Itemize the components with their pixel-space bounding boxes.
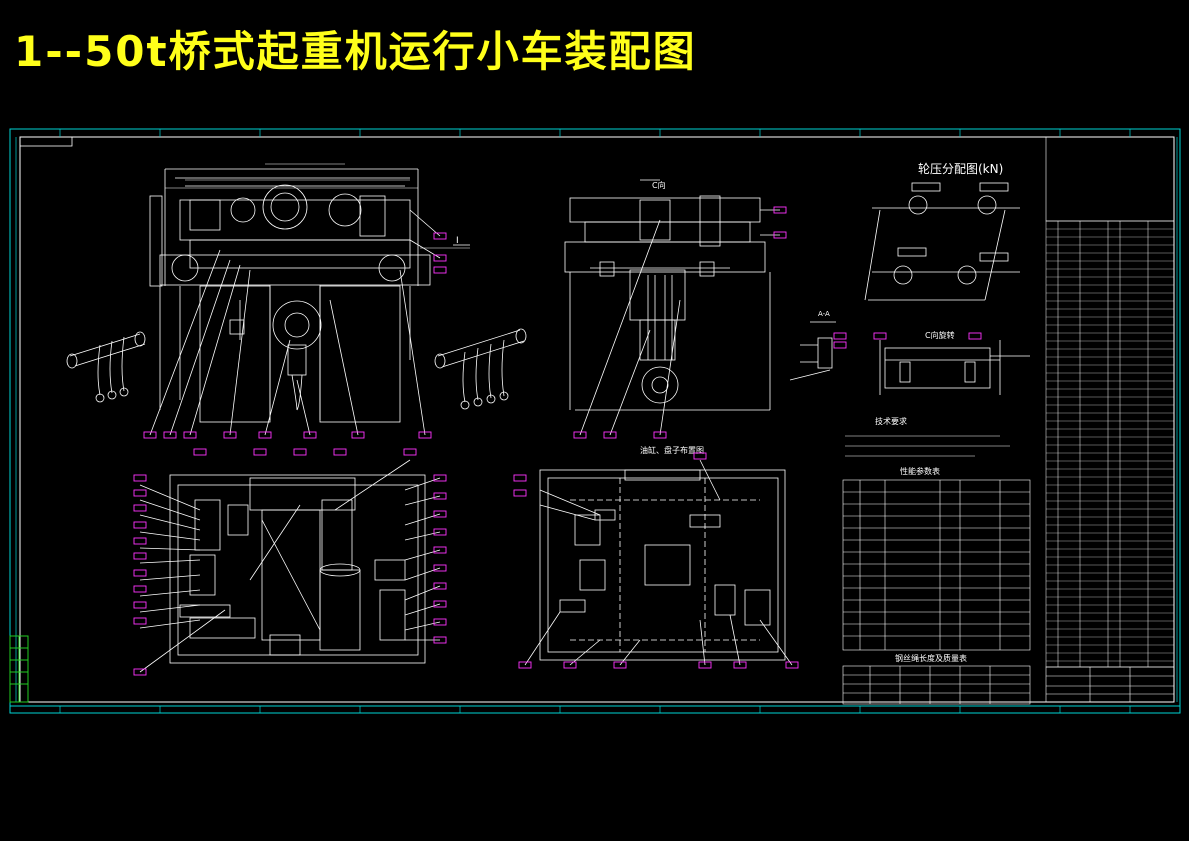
part-callout xyxy=(133,617,147,625)
revision-strip xyxy=(9,635,29,703)
performance-parameter-table xyxy=(842,479,1031,651)
part-callout xyxy=(258,431,272,439)
part-callout xyxy=(433,618,447,626)
parts-list-rows xyxy=(1046,228,1174,662)
part-callout xyxy=(133,585,147,593)
c-direction-detail xyxy=(879,340,1030,395)
part-callout xyxy=(433,564,447,572)
part-callout xyxy=(143,431,157,439)
title-block xyxy=(1045,666,1175,703)
part-callout xyxy=(693,452,707,460)
part-callout xyxy=(873,332,887,340)
callout-markers xyxy=(133,206,982,676)
part-callout xyxy=(433,546,447,554)
side-elevation-view xyxy=(564,179,780,436)
part-callout xyxy=(513,474,527,482)
part-callout xyxy=(133,521,147,529)
part-callout xyxy=(433,510,447,518)
part-callout xyxy=(433,232,447,240)
part-callout xyxy=(433,474,447,482)
part-callout xyxy=(698,661,712,669)
rope-length-table xyxy=(842,665,1031,705)
part-callout xyxy=(773,206,787,214)
part-callout xyxy=(133,668,147,676)
section-marker-label: I xyxy=(456,236,459,246)
drawing-frame xyxy=(9,128,1181,714)
part-callout xyxy=(968,332,982,340)
part-callout xyxy=(223,431,237,439)
part-callout xyxy=(333,448,347,456)
part-callout xyxy=(433,492,447,500)
side-view-label: C向 xyxy=(652,180,666,190)
part-callout xyxy=(133,569,147,577)
rope-table-title: 钢丝绳长度及质量表 xyxy=(895,653,967,663)
part-callout xyxy=(433,582,447,590)
part-callout xyxy=(433,266,447,274)
part-callout xyxy=(513,489,527,497)
part-callout xyxy=(733,661,747,669)
wheel-pressure-title: 轮压分配图(kN) xyxy=(918,162,1003,176)
svg-text:技术要求: 技术要求 xyxy=(875,416,907,426)
plan-view xyxy=(139,459,441,673)
part-callout xyxy=(133,504,147,512)
part-callout xyxy=(183,431,197,439)
c-rotated-label: C向旋转 xyxy=(925,330,955,340)
section-aa-label: A-A xyxy=(818,310,830,318)
part-callout xyxy=(433,528,447,536)
part-callout xyxy=(433,636,447,644)
part-callout xyxy=(418,431,432,439)
performance-table-title: 性能参数表 xyxy=(900,466,940,476)
part-callout xyxy=(193,448,207,456)
part-callout xyxy=(351,431,365,439)
part-callout xyxy=(303,431,317,439)
part-callout xyxy=(133,552,147,560)
part-callout xyxy=(293,448,307,456)
drawing-title: 1--50t桥式起重机运行小车装配图 xyxy=(14,27,697,76)
part-callout xyxy=(433,600,447,608)
part-callout xyxy=(563,661,577,669)
part-callout xyxy=(433,254,447,262)
frame-ticks xyxy=(59,129,1131,713)
parts-list-table xyxy=(1045,220,1175,668)
part-callout xyxy=(133,489,147,497)
part-callout xyxy=(613,661,627,669)
part-callout xyxy=(603,431,617,439)
part-callout xyxy=(573,431,587,439)
part-callout xyxy=(133,601,147,609)
part-callout xyxy=(785,661,799,669)
technical-requirements: 技术要求 xyxy=(845,416,1010,457)
part-callout xyxy=(403,448,417,456)
part-callout xyxy=(773,231,787,239)
cylinder-layout-view xyxy=(524,459,793,666)
part-callout xyxy=(163,431,177,439)
part-callout xyxy=(518,661,532,669)
part-callout xyxy=(833,332,847,340)
part-callout xyxy=(133,474,147,482)
part-callout xyxy=(653,431,667,439)
wheel-pressure-diagram xyxy=(864,182,1020,301)
front-elevation-view xyxy=(66,163,527,436)
cylinder-layout-title: 油缸、盘子布置图 xyxy=(640,445,704,455)
part-callout xyxy=(253,448,267,456)
part-callout xyxy=(133,537,147,545)
section-aa-detail xyxy=(789,321,836,381)
part-callout xyxy=(833,341,847,349)
